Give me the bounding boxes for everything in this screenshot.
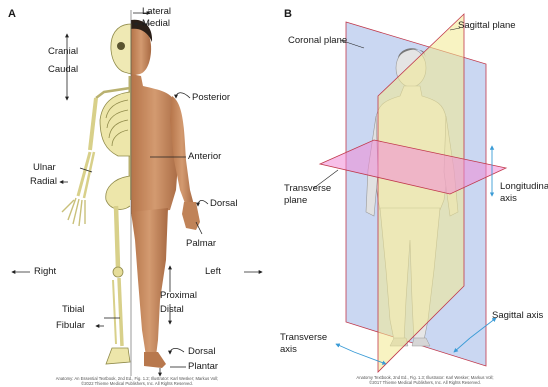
label-right: Right — [34, 267, 56, 277]
label-caudal: Caudal — [48, 65, 78, 75]
label-longitudinal-axis-line2: axis — [500, 194, 517, 204]
label-transverse-axis-line2: axis — [280, 345, 297, 355]
label-dorsal-foot: Dorsal — [188, 347, 215, 357]
credit-b: Anatomy Textbook, 2nd Ed., Fig. 1.3; Ill… — [330, 375, 520, 386]
label-dorsal-hand: Dorsal — [210, 199, 237, 209]
label-lateral: Lateral — [142, 7, 171, 17]
label-transverse-plane-line1: Transverse — [284, 184, 331, 194]
label-sagittal-axis: Sagittal axis — [492, 311, 543, 321]
label-radial: Radial — [30, 177, 57, 187]
label-distal: Distal — [160, 305, 184, 315]
anatomy-figure — [0, 0, 274, 387]
label-left: Left — [205, 267, 221, 277]
label-plantar: Plantar — [188, 362, 218, 372]
label-ulnar: Ulnar — [33, 163, 56, 173]
label-tibial: Tibial — [62, 305, 84, 315]
label-anterior: Anterior — [188, 152, 221, 162]
skin-half — [131, 20, 200, 368]
credit-b-line2: ©2017 Thieme Medical Publishers, Inc. Al… — [330, 380, 520, 385]
panel-b-body-planes: B — [274, 0, 548, 387]
label-coronal-plane: Coronal plane — [288, 36, 347, 46]
label-longitudinal-axis-line1: Longitudinal — [500, 182, 548, 192]
label-palmar: Palmar — [186, 239, 216, 249]
label-posterior: Posterior — [192, 93, 230, 103]
credit-a-line2: ©2022 Thieme Medical Publishers, Inc. Al… — [32, 381, 242, 386]
label-sagittal-plane: Sagittal plane — [458, 21, 516, 31]
credit-a: Anatomy: An Essential Textbook, 2nd Ed.,… — [32, 376, 242, 387]
label-transverse-axis-line1: Transverse — [280, 333, 327, 343]
label-cranial: Cranial — [48, 47, 78, 57]
label-proximal: Proximal — [160, 291, 197, 301]
label-medial: Medial — [142, 19, 170, 29]
label-transverse-plane-line2: plane — [284, 196, 307, 206]
panel-a-anatomical-directions: A — [0, 0, 274, 387]
label-fibular: Fibular — [56, 321, 85, 331]
